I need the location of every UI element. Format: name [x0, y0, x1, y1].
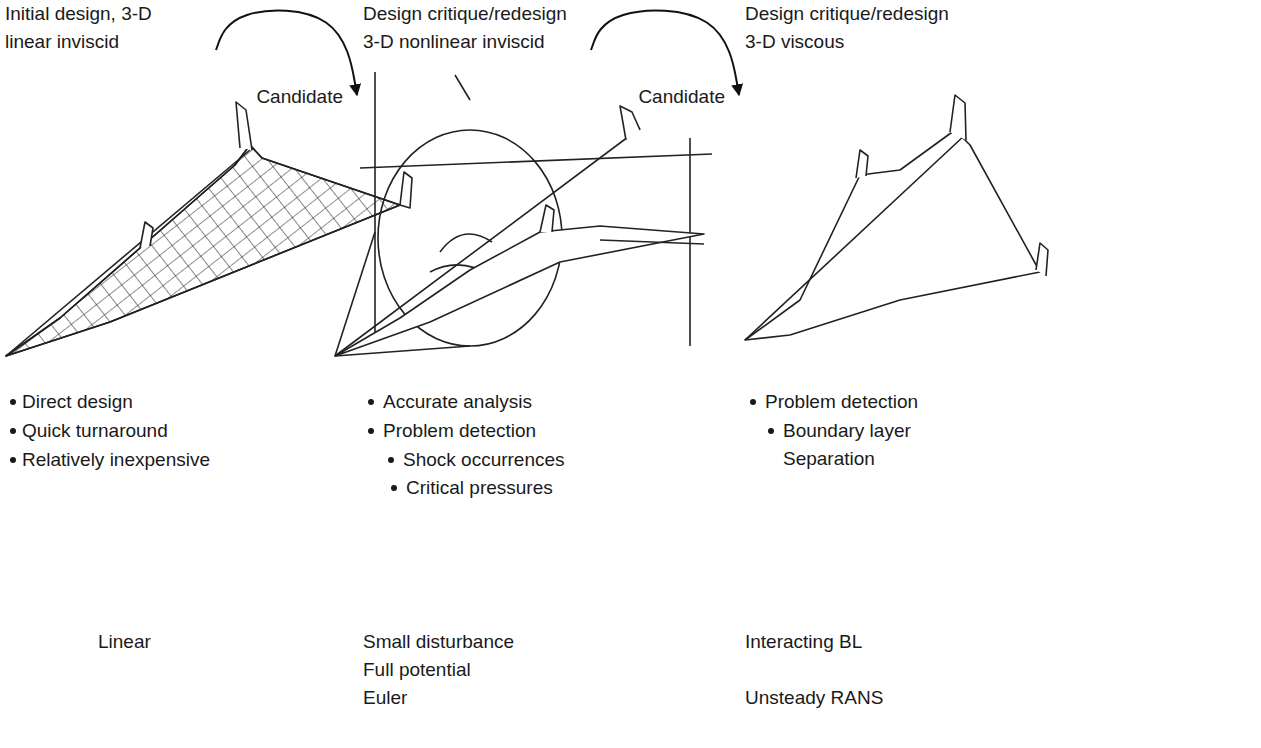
- bullet-item: Accurate analysis: [383, 388, 532, 416]
- bullet-dot: [750, 399, 756, 405]
- method-name: Euler: [363, 684, 407, 712]
- bullet-item: Critical pressures: [406, 474, 553, 502]
- bullet-dot: [368, 399, 374, 405]
- bullet-item: Direct design: [22, 388, 133, 416]
- method-name: Linear: [98, 628, 151, 656]
- method-name: Interacting BL: [745, 628, 862, 656]
- bullet-item: Boundary layer Separation: [783, 417, 923, 472]
- stage-column: Design critique/redesign 3-D viscousProb…: [739, 0, 973, 718]
- bullet-dot: [368, 428, 374, 434]
- bullet-dot: [10, 428, 16, 434]
- edge-label: Candidate: [636, 83, 727, 111]
- stage-heading: Initial design, 3-D linear inviscid: [5, 0, 160, 55]
- method-name: Full potential: [363, 656, 471, 684]
- edge-label: Candidate: [254, 83, 345, 111]
- bullet-dot: [388, 457, 394, 463]
- bullet-item: Shock occurrences: [403, 446, 565, 474]
- bullet-item: Quick turnaround: [22, 417, 168, 445]
- crossflow-plane: [335, 72, 712, 356]
- viscous-aircraft-outline: [745, 95, 1048, 340]
- stage-column: Design critique/redesign 3-D nonlinear i…: [357, 0, 591, 718]
- bullet-item: Problem detection: [383, 417, 536, 445]
- bullet-item: Problem detection: [765, 388, 918, 416]
- stage-heading: Design critique/redesign 3-D viscous: [745, 0, 967, 55]
- bullet-dot: [768, 428, 774, 434]
- bullet-item: Relatively inexpensive: [22, 446, 210, 474]
- stage-column: Initial design, 3-D linear inviscidDirec…: [0, 0, 216, 662]
- euler-aircraft-sketch: [335, 106, 704, 356]
- bullet-dot: [391, 485, 397, 491]
- stage-heading: Design critique/redesign 3-D nonlinear i…: [363, 0, 585, 55]
- bullet-dot: [10, 457, 16, 463]
- panel-model-aircraft: [6, 102, 412, 356]
- method-name: Small disturbance: [363, 628, 514, 656]
- bullet-dot: [10, 399, 16, 405]
- method-name: Unsteady RANS: [745, 684, 883, 712]
